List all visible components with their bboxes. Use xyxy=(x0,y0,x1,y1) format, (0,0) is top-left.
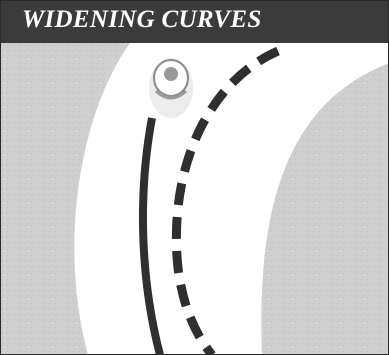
road-diagram xyxy=(0,43,389,355)
road-illustration xyxy=(0,43,389,355)
page-title: WIDENING CURVES xyxy=(22,6,262,34)
vehicle-icon xyxy=(149,58,193,118)
header-bar: WIDENING CURVES xyxy=(0,0,389,43)
